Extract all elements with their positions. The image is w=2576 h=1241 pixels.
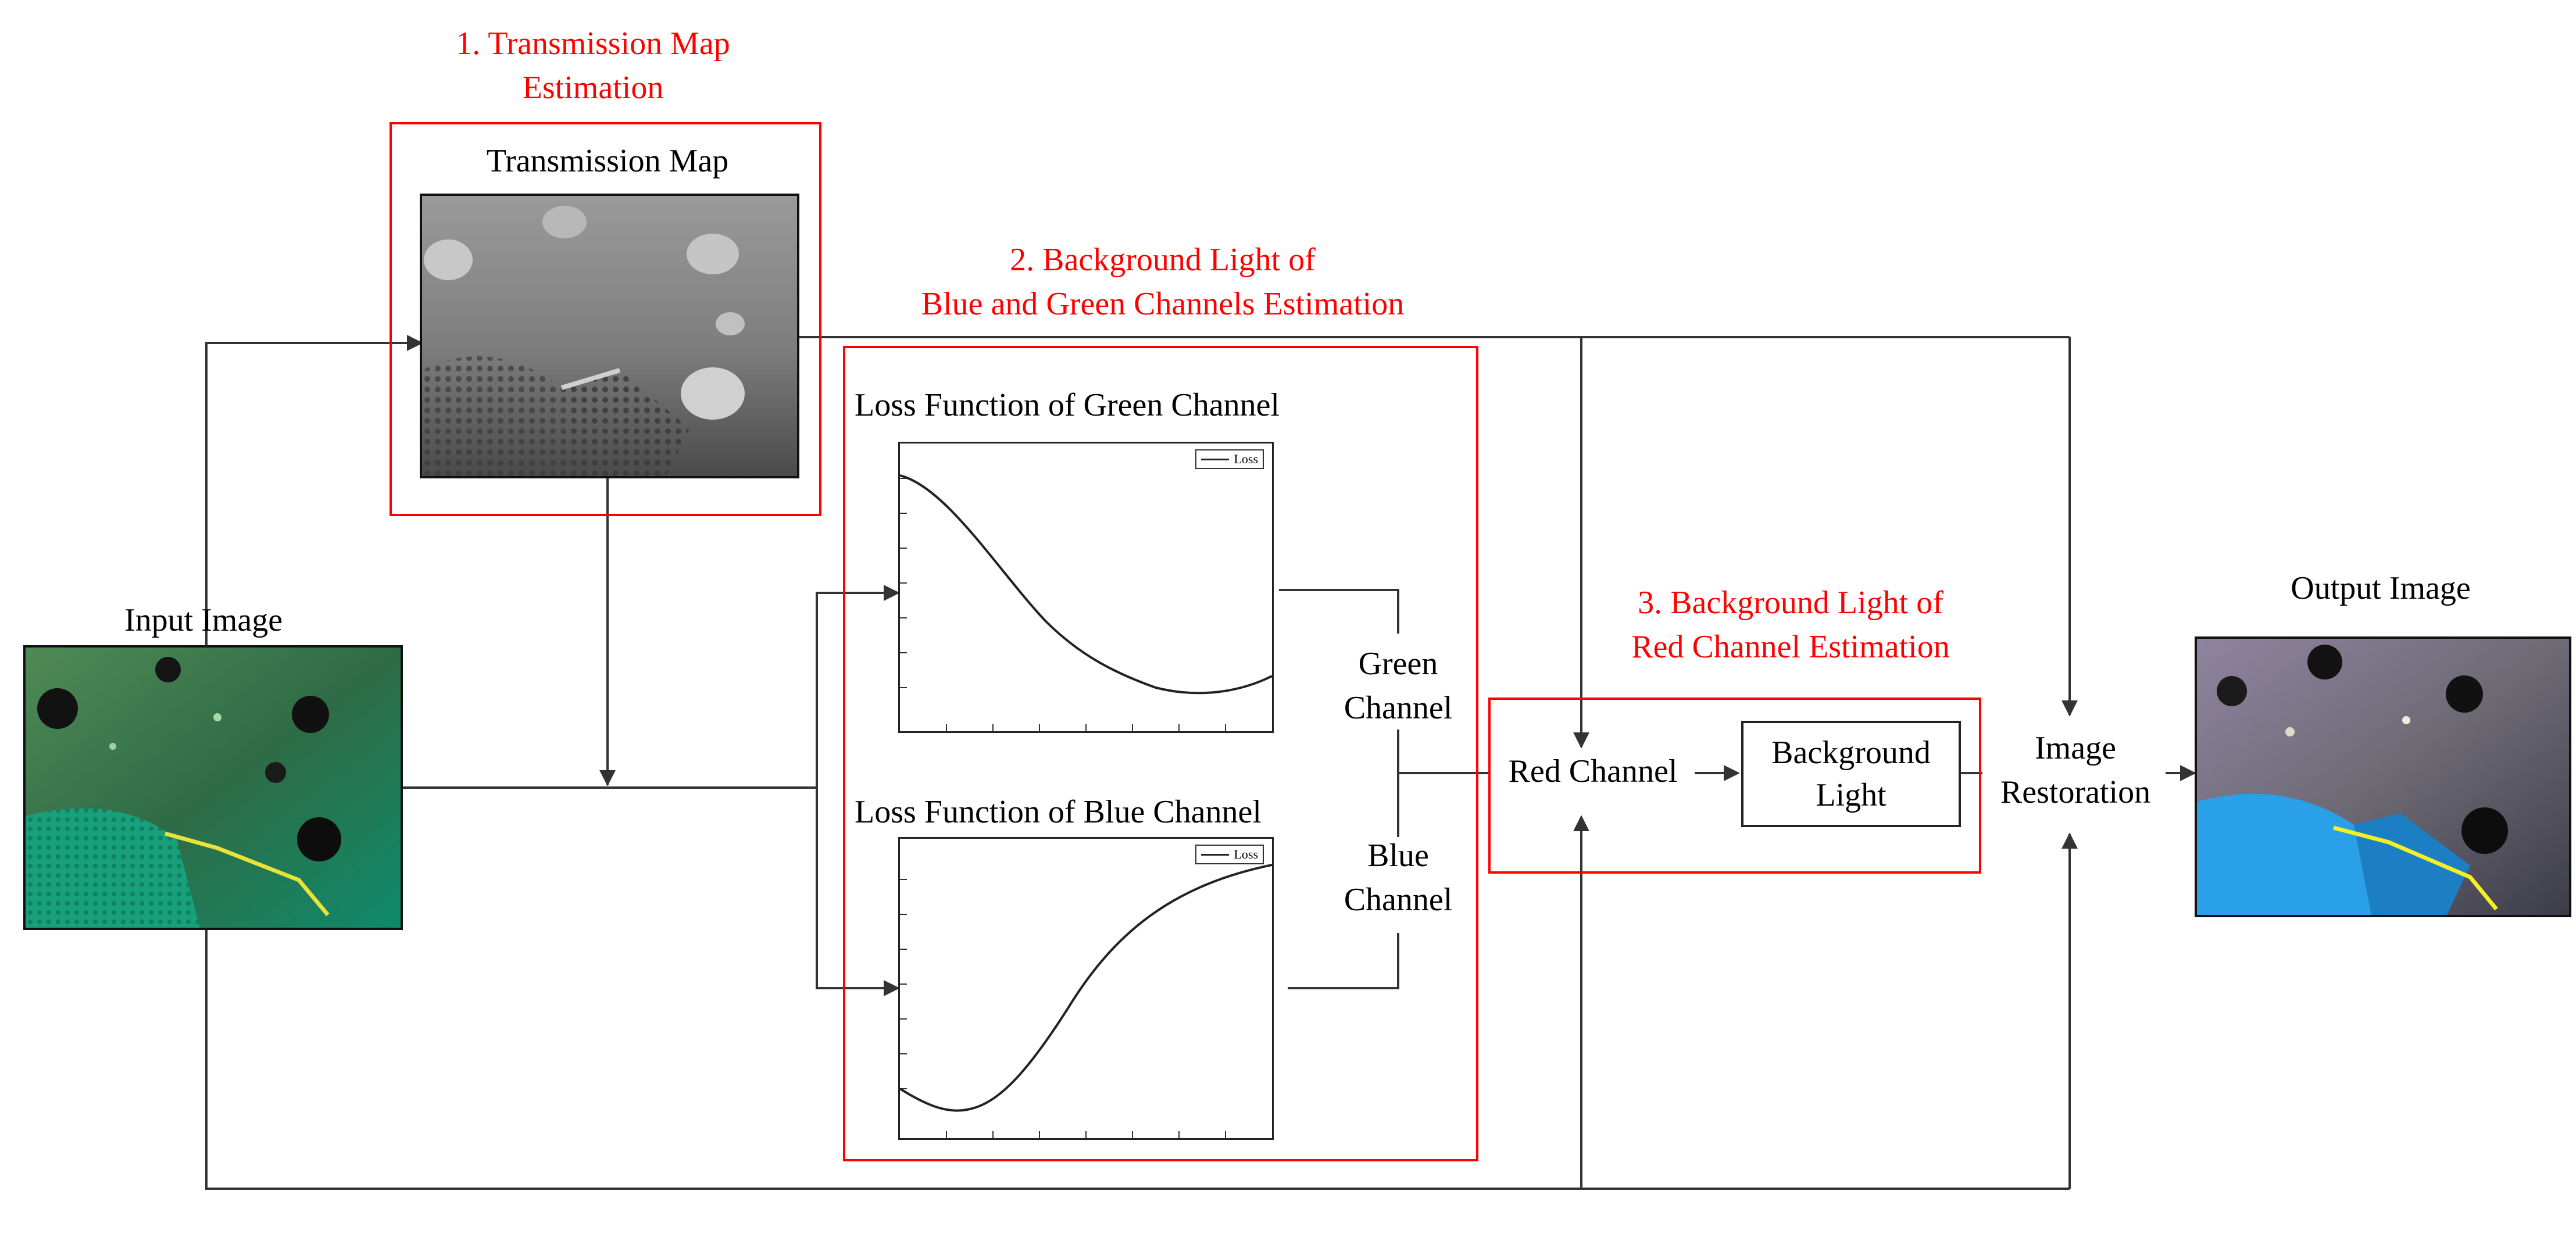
green-plot-title: Loss Function of Green Channel — [855, 387, 1280, 423]
blue-loss-plot: Loss — [898, 837, 1274, 1140]
green-loss-plot: Loss — [898, 442, 1274, 733]
green-loss-svg — [900, 474, 1272, 731]
blue-plot-legend: Loss — [1195, 845, 1264, 864]
step1-box — [390, 122, 821, 516]
transmission-map-caption: Transmission Map — [486, 143, 729, 179]
arrow-to-green-plot — [816, 585, 900, 788]
arrow-input-to-tmap — [205, 335, 423, 645]
output-image-texture — [2197, 639, 2569, 915]
blue-plot-title: Loss Function of Blue Channel — [855, 794, 1262, 830]
green-legend-label: Loss — [1234, 452, 1258, 466]
line-green-out — [1279, 589, 1399, 634]
arrow-to-blue-plot — [816, 788, 900, 996]
step2-box — [843, 346, 1478, 1161]
output-image — [2195, 636, 2571, 917]
legend-line-icon — [1201, 458, 1230, 460]
line-blue-out — [1288, 933, 1399, 989]
blue-legend-label: Loss — [1234, 847, 1258, 861]
input-image-texture — [26, 648, 401, 928]
blue-loss-svg — [900, 864, 1272, 1138]
input-image-caption: Input Image — [124, 602, 283, 638]
input-image — [23, 645, 403, 930]
transmission-map-texture — [422, 196, 797, 476]
green-plot-legend: Loss — [1195, 449, 1264, 469]
line-input-bottom — [205, 930, 2070, 1190]
background-light-line1: Background — [1771, 734, 1931, 771]
green-loss-curve — [900, 474, 1272, 695]
background-light-box: Background Light — [1741, 721, 1961, 827]
background-light-line2: Light — [1816, 777, 1887, 813]
output-image-caption: Output Image — [2291, 570, 2471, 606]
legend-line-icon — [1201, 853, 1230, 856]
step3-box — [1488, 698, 1981, 874]
red-channel-label: Red Channel — [1508, 753, 1678, 789]
blue-loss-curve — [900, 864, 1272, 1112]
transmission-map-image — [420, 194, 799, 478]
